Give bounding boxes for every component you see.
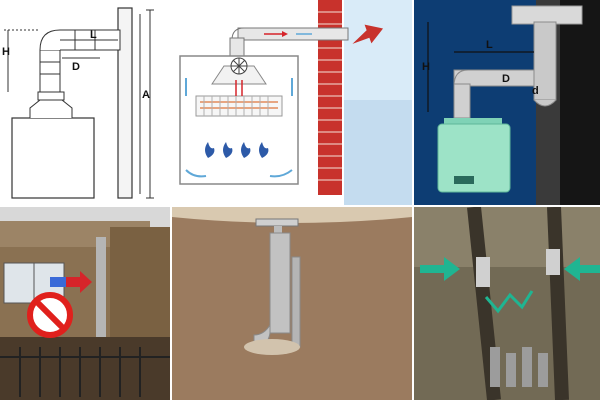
dim-h-label: H (2, 46, 10, 58)
heater-flow-panel (172, 0, 412, 205)
no-entry-icon (27, 292, 73, 338)
arrow-icon (80, 271, 92, 293)
arrow-icon (420, 257, 460, 281)
photo-flue-on-wall (172, 207, 412, 400)
dim-small-d-label: d (532, 85, 539, 97)
fan-icon (230, 57, 248, 75)
blue-install-panel: H L D d (414, 0, 600, 205)
dim-d-label: D (72, 61, 80, 73)
blue-install-diagram: H L D d (414, 0, 600, 205)
flame-icon (205, 142, 269, 158)
heater-flow-diagram (179, 0, 412, 205)
dim-h-label: H (422, 61, 430, 73)
sketch-diagram: H L D A (2, 7, 154, 199)
dim-d-label: D (502, 73, 510, 85)
arrow-icon (564, 257, 600, 281)
photo-pipes-in-wall (414, 207, 600, 400)
dim-l-label: L (486, 39, 493, 51)
photo-prohibited-flue (0, 207, 170, 400)
sketch-diagram-panel: H L D A (0, 0, 170, 205)
dim-a-label: A (142, 89, 150, 101)
dim-l-label: L (90, 29, 97, 41)
arrow-icon (352, 24, 384, 44)
